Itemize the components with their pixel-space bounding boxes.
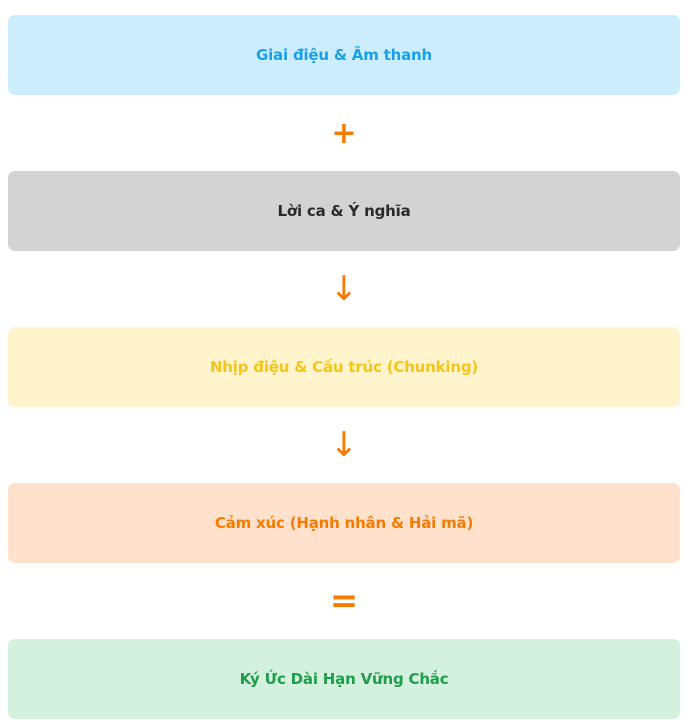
box-label: Giai điệu & Âm thanh <box>256 46 432 64</box>
plus-operator: + <box>331 115 357 151</box>
arrow-down-icon: ↓ <box>329 425 359 465</box>
box-label: Ký Ức Dài Hạn Vững Chắc <box>239 670 449 688</box>
arrow-down-icon: ↓ <box>329 269 359 309</box>
box-melody-sound: Giai điệu & Âm thanh <box>8 15 680 95</box>
box-label: Cảm xúc (Hạnh nhân & Hải mã) <box>214 514 474 532</box>
box-label: Nhịp điệu & Cấu trúc (Chunking) <box>209 358 479 376</box>
box-rhythm-structure: Nhịp điệu & Cấu trúc (Chunking) <box>8 327 680 407</box>
box-label: Lời ca & Ý nghĩa <box>277 202 411 220</box>
box-lyrics-meaning: Lời ca & Ý nghĩa <box>8 171 680 251</box>
box-emotion: Cảm xúc (Hạnh nhân & Hải mã) <box>8 483 680 563</box>
box-long-term-memory: Ký Ức Dài Hạn Vững Chắc <box>8 639 680 719</box>
equals-operator: = <box>329 581 359 621</box>
